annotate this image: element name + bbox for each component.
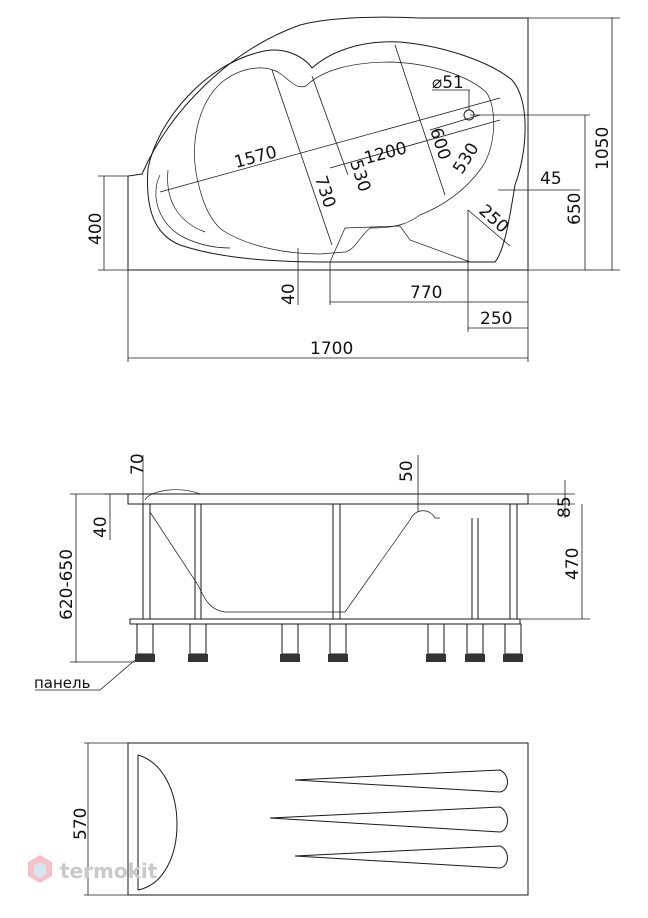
dim-50: 50 xyxy=(397,460,417,482)
panel-outline xyxy=(127,742,529,896)
panel-groove-1 xyxy=(294,769,508,793)
top-view-outer-rim xyxy=(127,16,529,271)
side-view: 70 50 85 470 40 620-650 панель xyxy=(34,453,590,692)
top-view-seat-curve xyxy=(155,174,231,249)
top-view-basin-contour xyxy=(194,61,495,255)
dim-85: 85 xyxy=(555,496,575,518)
dim-650: 650 xyxy=(565,193,585,225)
dim-40-top: 40 xyxy=(279,283,299,305)
dim-570: 570 xyxy=(71,808,91,840)
panel-groove-3 xyxy=(294,845,508,869)
panel-view: 570 xyxy=(71,742,529,896)
side-view-bowl xyxy=(144,489,440,613)
dim-51: ⌀51 xyxy=(432,73,464,93)
top-view-step xyxy=(329,225,471,263)
dim-1050: 1050 xyxy=(593,127,613,170)
dim-40-side: 40 xyxy=(91,516,111,538)
top-view-seat-curve-2 xyxy=(167,169,206,233)
watermark: termokit xyxy=(28,855,158,883)
dim-70: 70 xyxy=(128,453,148,475)
side-view-rim xyxy=(127,493,529,505)
top-view-bowl-outline xyxy=(146,41,526,263)
dim-730: 730 xyxy=(310,173,339,210)
panel-groove-2 xyxy=(269,806,508,833)
dim-470: 470 xyxy=(563,548,583,580)
panel-headrest-shape xyxy=(137,754,178,891)
dim-45: 45 xyxy=(540,169,562,189)
dim-1700: 1700 xyxy=(310,339,353,359)
dim-620-650: 620-650 xyxy=(57,549,77,620)
dim-770: 770 xyxy=(410,283,442,303)
dim-1570: 1570 xyxy=(232,142,279,173)
dim-250-b: 250 xyxy=(480,309,512,329)
top-view: 1570 1200 730 530 600 530 ⌀51 45 250 650… xyxy=(86,16,620,362)
panel-label: панель xyxy=(34,674,90,692)
side-view-base-frame xyxy=(129,618,521,625)
side-view-legs xyxy=(142,504,518,619)
dim-400: 400 xyxy=(86,213,106,245)
dim-600: 600 xyxy=(425,125,454,162)
dim-1200: 1200 xyxy=(362,138,409,169)
side-view-feet xyxy=(135,623,523,662)
watermark-text: termokit xyxy=(60,859,158,883)
